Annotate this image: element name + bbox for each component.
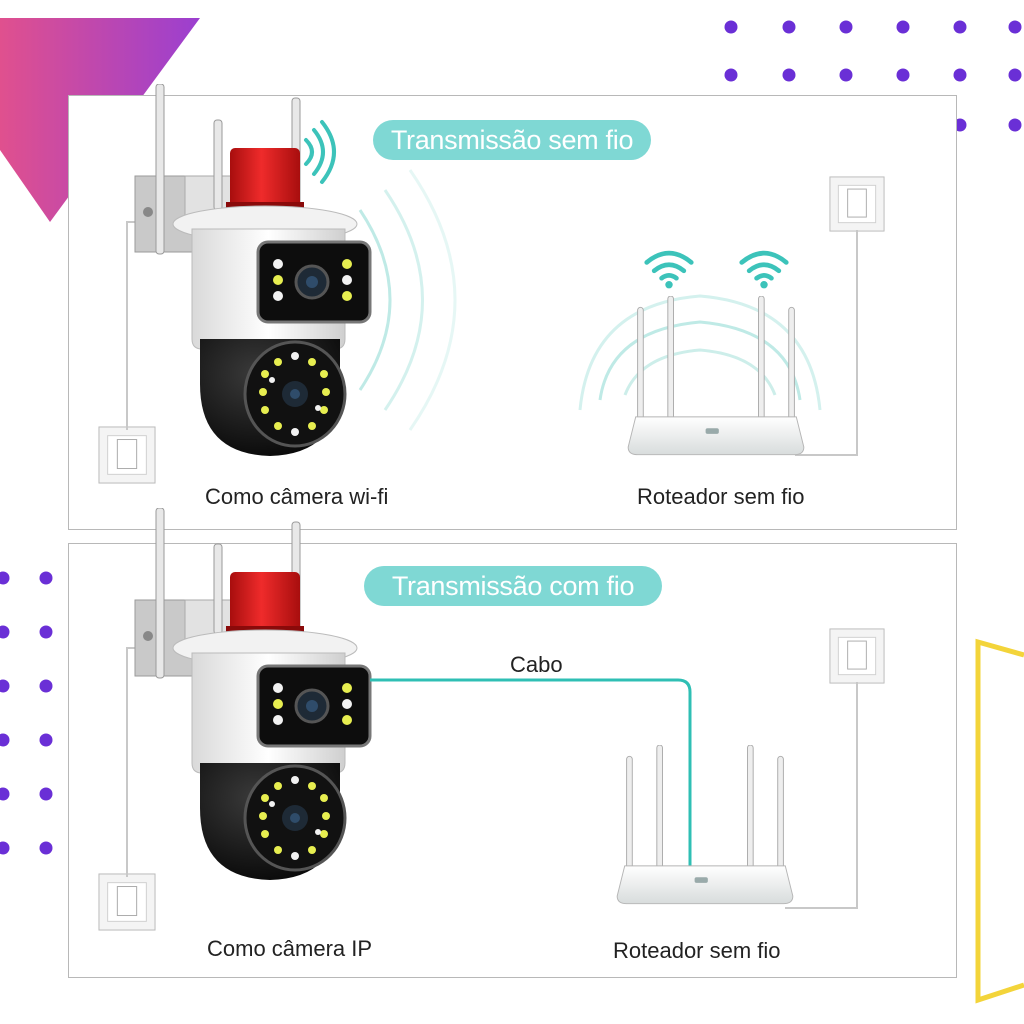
wireless-router-caption: Roteador sem fio — [637, 484, 805, 509]
wifi-camera-caption: Como câmera wi-fi — [205, 484, 389, 509]
dot-grid-left — [0, 571, 53, 855]
router-signal-waves — [578, 294, 822, 411]
camera-icon — [133, 508, 372, 882]
camera-wifi-signal-icon — [304, 120, 336, 184]
camera-icon — [133, 84, 372, 458]
router-icon — [627, 296, 805, 456]
power-outlet-icon — [98, 426, 156, 484]
yellow-outline-triangle — [975, 638, 1024, 1004]
wired-router-caption: Roteador sem fio — [613, 938, 781, 963]
power-outlet-icon — [98, 873, 156, 931]
camera-signal-waves — [358, 169, 457, 431]
cable-label: Cabo — [510, 652, 563, 677]
ethernet-cable — [370, 678, 692, 882]
ip-camera-caption: Como câmera IP — [207, 936, 373, 961]
power-outlet-icon — [829, 628, 885, 684]
router-wifi-signal-icon-right — [742, 253, 787, 288]
router-wifi-signal-icon-left — [647, 253, 692, 288]
wired-transmission-label: Transmissão com fio — [364, 566, 662, 606]
router-icon — [616, 745, 794, 905]
wireless-transmission-label: Transmissão sem fio — [373, 120, 651, 160]
power-outlet-icon — [829, 176, 885, 232]
